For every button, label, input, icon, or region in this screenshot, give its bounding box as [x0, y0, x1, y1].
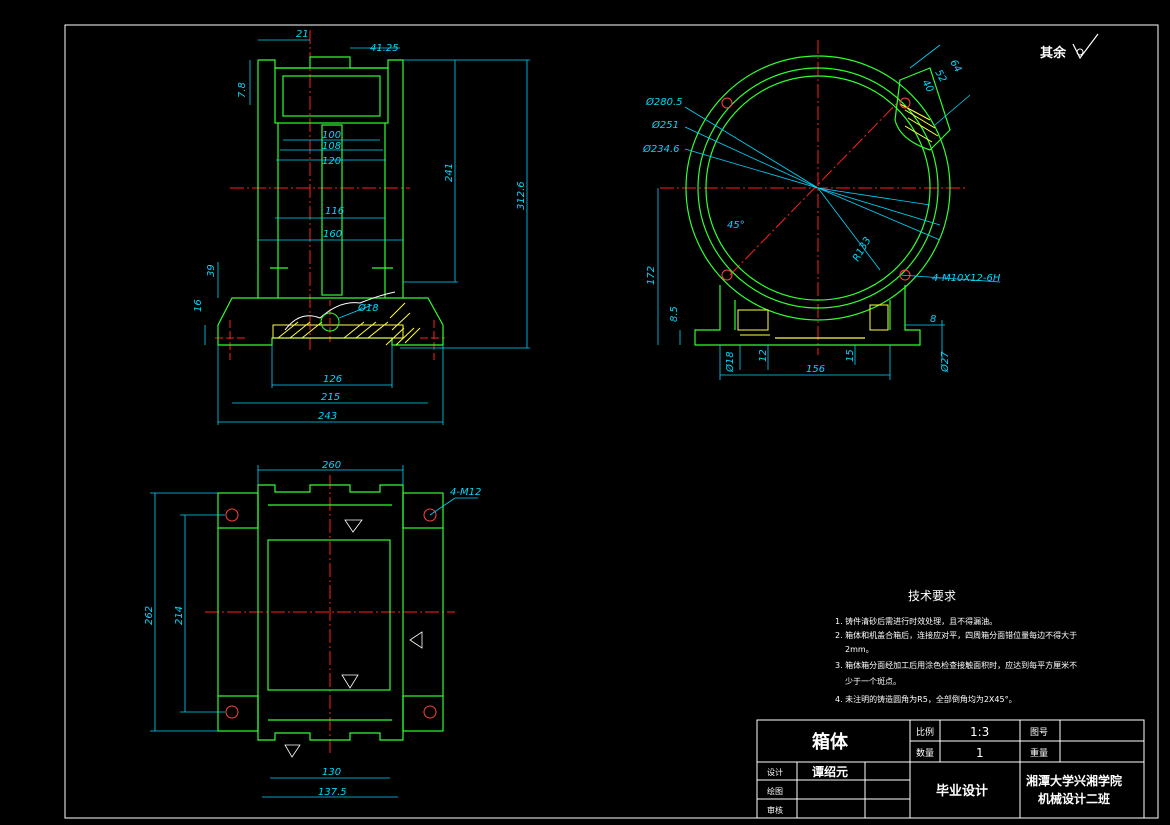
part-name: 箱体: [812, 731, 849, 753]
dim-39: 39: [206, 264, 217, 277]
tech-req-line: 少于一个斑点。: [845, 676, 901, 686]
dim-130: 130: [322, 767, 341, 778]
dim-120: 120: [322, 156, 341, 167]
section-hatch: [272, 302, 421, 346]
qty-value: 1: [976, 746, 984, 760]
design-label: 设计: [767, 767, 783, 777]
dim-160: 160: [323, 229, 342, 240]
dim-16: 16: [193, 299, 204, 312]
dim-dia-234-6: Ø234.6: [642, 143, 680, 155]
dim-45-deg: 45°: [727, 220, 745, 231]
dim-41-25: 41.25: [370, 43, 399, 54]
drawing-no-label: 图号: [1030, 727, 1048, 738]
dim-dia-280-5: Ø280.5: [645, 96, 683, 108]
qty-label: 数量: [916, 747, 934, 759]
top-view: 260 4-M12 262 214 130 137.5: [144, 460, 481, 798]
technical-requirements: 技术要求 1. 铸件清砂后需进行时效处理，且不得漏油。 2. 箱体和机盖合箱后，…: [835, 589, 1077, 704]
roughness-note-text: 其余: [1040, 45, 1067, 61]
dim-262: 262: [144, 606, 155, 625]
dim-21: 21: [296, 29, 309, 40]
dim-172: 172: [646, 266, 657, 285]
dim-dia-27: Ø27: [939, 351, 951, 373]
tech-req-line: 3. 箱体箱分面经加工后用涂色检查接触面积时，应达到每平方厘米不: [835, 660, 1077, 670]
dim-4-m10: 4-M10X12-6H: [932, 273, 1001, 284]
scale-label: 比例: [916, 726, 934, 738]
dim-243: 243: [318, 411, 337, 422]
tech-req-line: 1. 铸件清砂后需进行时效处理，且不得漏油。: [835, 616, 997, 626]
tech-req-line: 2mm。: [845, 645, 874, 654]
dim-8-5: 8.5: [669, 306, 680, 322]
dim-8: 8: [930, 314, 936, 325]
draw-label: 绘图: [767, 786, 783, 796]
tech-req-title: 技术要求: [908, 589, 956, 603]
dim-12: 12: [758, 349, 769, 362]
dim-100: 100: [322, 130, 341, 141]
title-block: [756, 719, 1145, 819]
scale-value: 1:3: [970, 725, 989, 739]
tech-req-line: 2. 箱体和机盖合箱后，连接应对平，四周箱分面错位量每边不得大于: [835, 630, 1077, 640]
side-view: Ø280.5 Ø251 Ø234.6 64 52 40 45° R133 4-M…: [642, 40, 1001, 380]
dim-137-5: 137.5: [318, 787, 347, 798]
tech-req-line: 4. 未注明的铸造圆角为R5，全部倒角均为2X45°。: [835, 694, 1017, 704]
roughness-symbol-icon: [1072, 33, 1099, 60]
dim-312-6: 312.6: [516, 181, 527, 210]
weight-label: 重量: [1030, 747, 1048, 759]
dim-15: 15: [845, 349, 856, 362]
dim-260: 260: [322, 460, 341, 471]
dim-241: 241: [444, 163, 455, 182]
dim-215: 215: [321, 392, 340, 403]
dim-64: 64: [947, 58, 963, 75]
dim-dia-18: Ø18: [357, 302, 379, 314]
check-label: 审核: [767, 805, 783, 815]
dim-dia-251: Ø251: [651, 119, 679, 131]
designer-name: 谭绍元: [812, 764, 848, 779]
dim-40: 40: [919, 78, 935, 95]
dim-r133: R133: [851, 235, 874, 263]
dim-7-8: 7.8: [237, 82, 248, 98]
dim-dia-18-side: Ø18: [724, 351, 736, 373]
roughness-note: 其余: [1040, 33, 1099, 61]
front-view: 21 41.25 7.8 100 108 120 116 160 241 312…: [193, 29, 530, 425]
dim-116: 116: [325, 206, 344, 217]
sheet-frame: [64, 24, 1159, 819]
dim-126: 126: [323, 374, 342, 385]
dim-108: 108: [322, 141, 341, 152]
class-name: 机械设计二班: [1038, 791, 1110, 806]
school-name: 湘潭大学兴湘学院: [1026, 773, 1122, 788]
dim-156: 156: [806, 364, 825, 375]
dim-4-m12: 4-M12: [450, 487, 481, 498]
project-name: 毕业设计: [936, 783, 988, 799]
dim-214: 214: [174, 606, 185, 625]
